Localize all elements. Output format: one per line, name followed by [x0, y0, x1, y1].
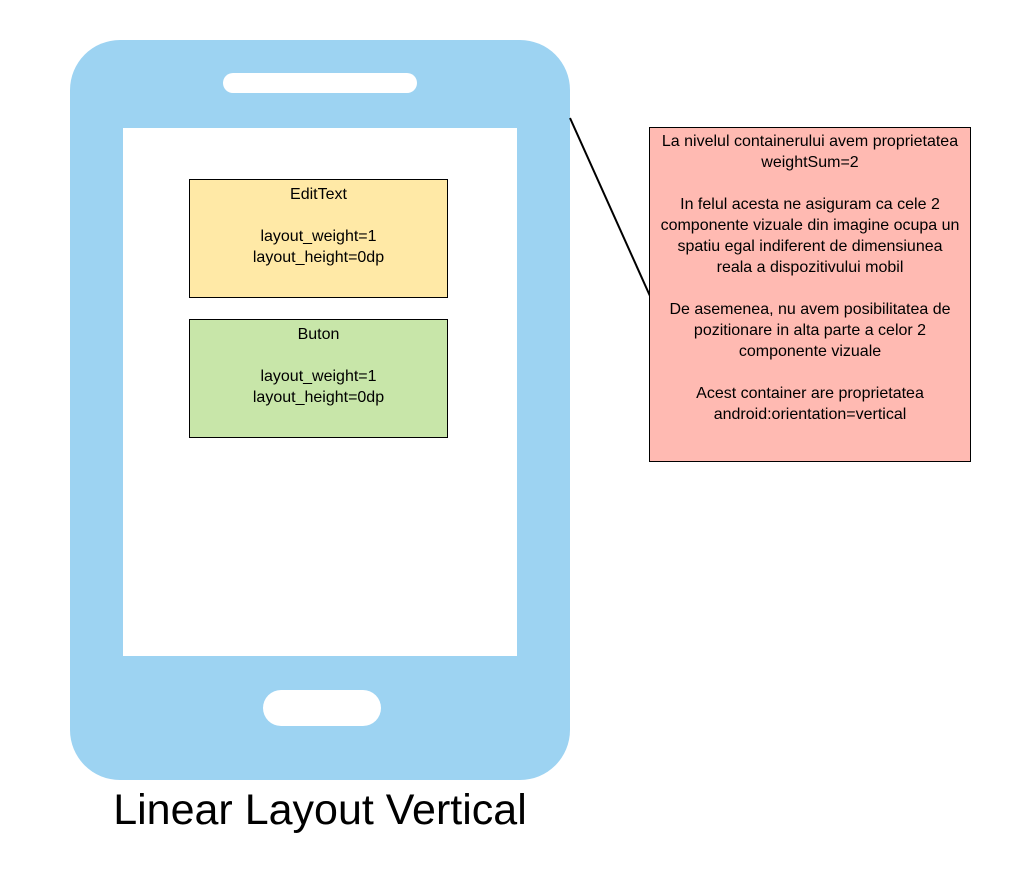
note-paragraph-4: Acest container are proprietatea android… [696, 385, 924, 423]
phone-home-button [263, 690, 381, 726]
diagram-caption: Linear Layout Vertical [113, 786, 527, 834]
note-paragraph-1: La nivelul containerului avem proprietat… [661, 133, 959, 171]
edittext-title: EditText [290, 186, 347, 203]
edittext-box: EditText layout_weight=1 layout_height=0… [189, 179, 448, 298]
edittext-weight: layout_weight=1 [260, 228, 377, 245]
button-box: Buton layout_weight=1 layout_height=0dp [189, 319, 448, 438]
button-title: Buton [297, 326, 340, 343]
button-weight: layout_weight=1 [260, 368, 377, 385]
button-height: layout_height=0dp [252, 389, 385, 406]
edittext-height: layout_height=0dp [252, 249, 385, 266]
annotation-note: La nivelul containerului avem proprietat… [649, 127, 971, 462]
note-paragraph-2: In felul acesta ne asiguram ca cele 2 co… [660, 196, 960, 276]
note-paragraph-3: De asemenea, nu avem posibilitatea de po… [669, 301, 951, 360]
phone-speaker [223, 73, 417, 93]
